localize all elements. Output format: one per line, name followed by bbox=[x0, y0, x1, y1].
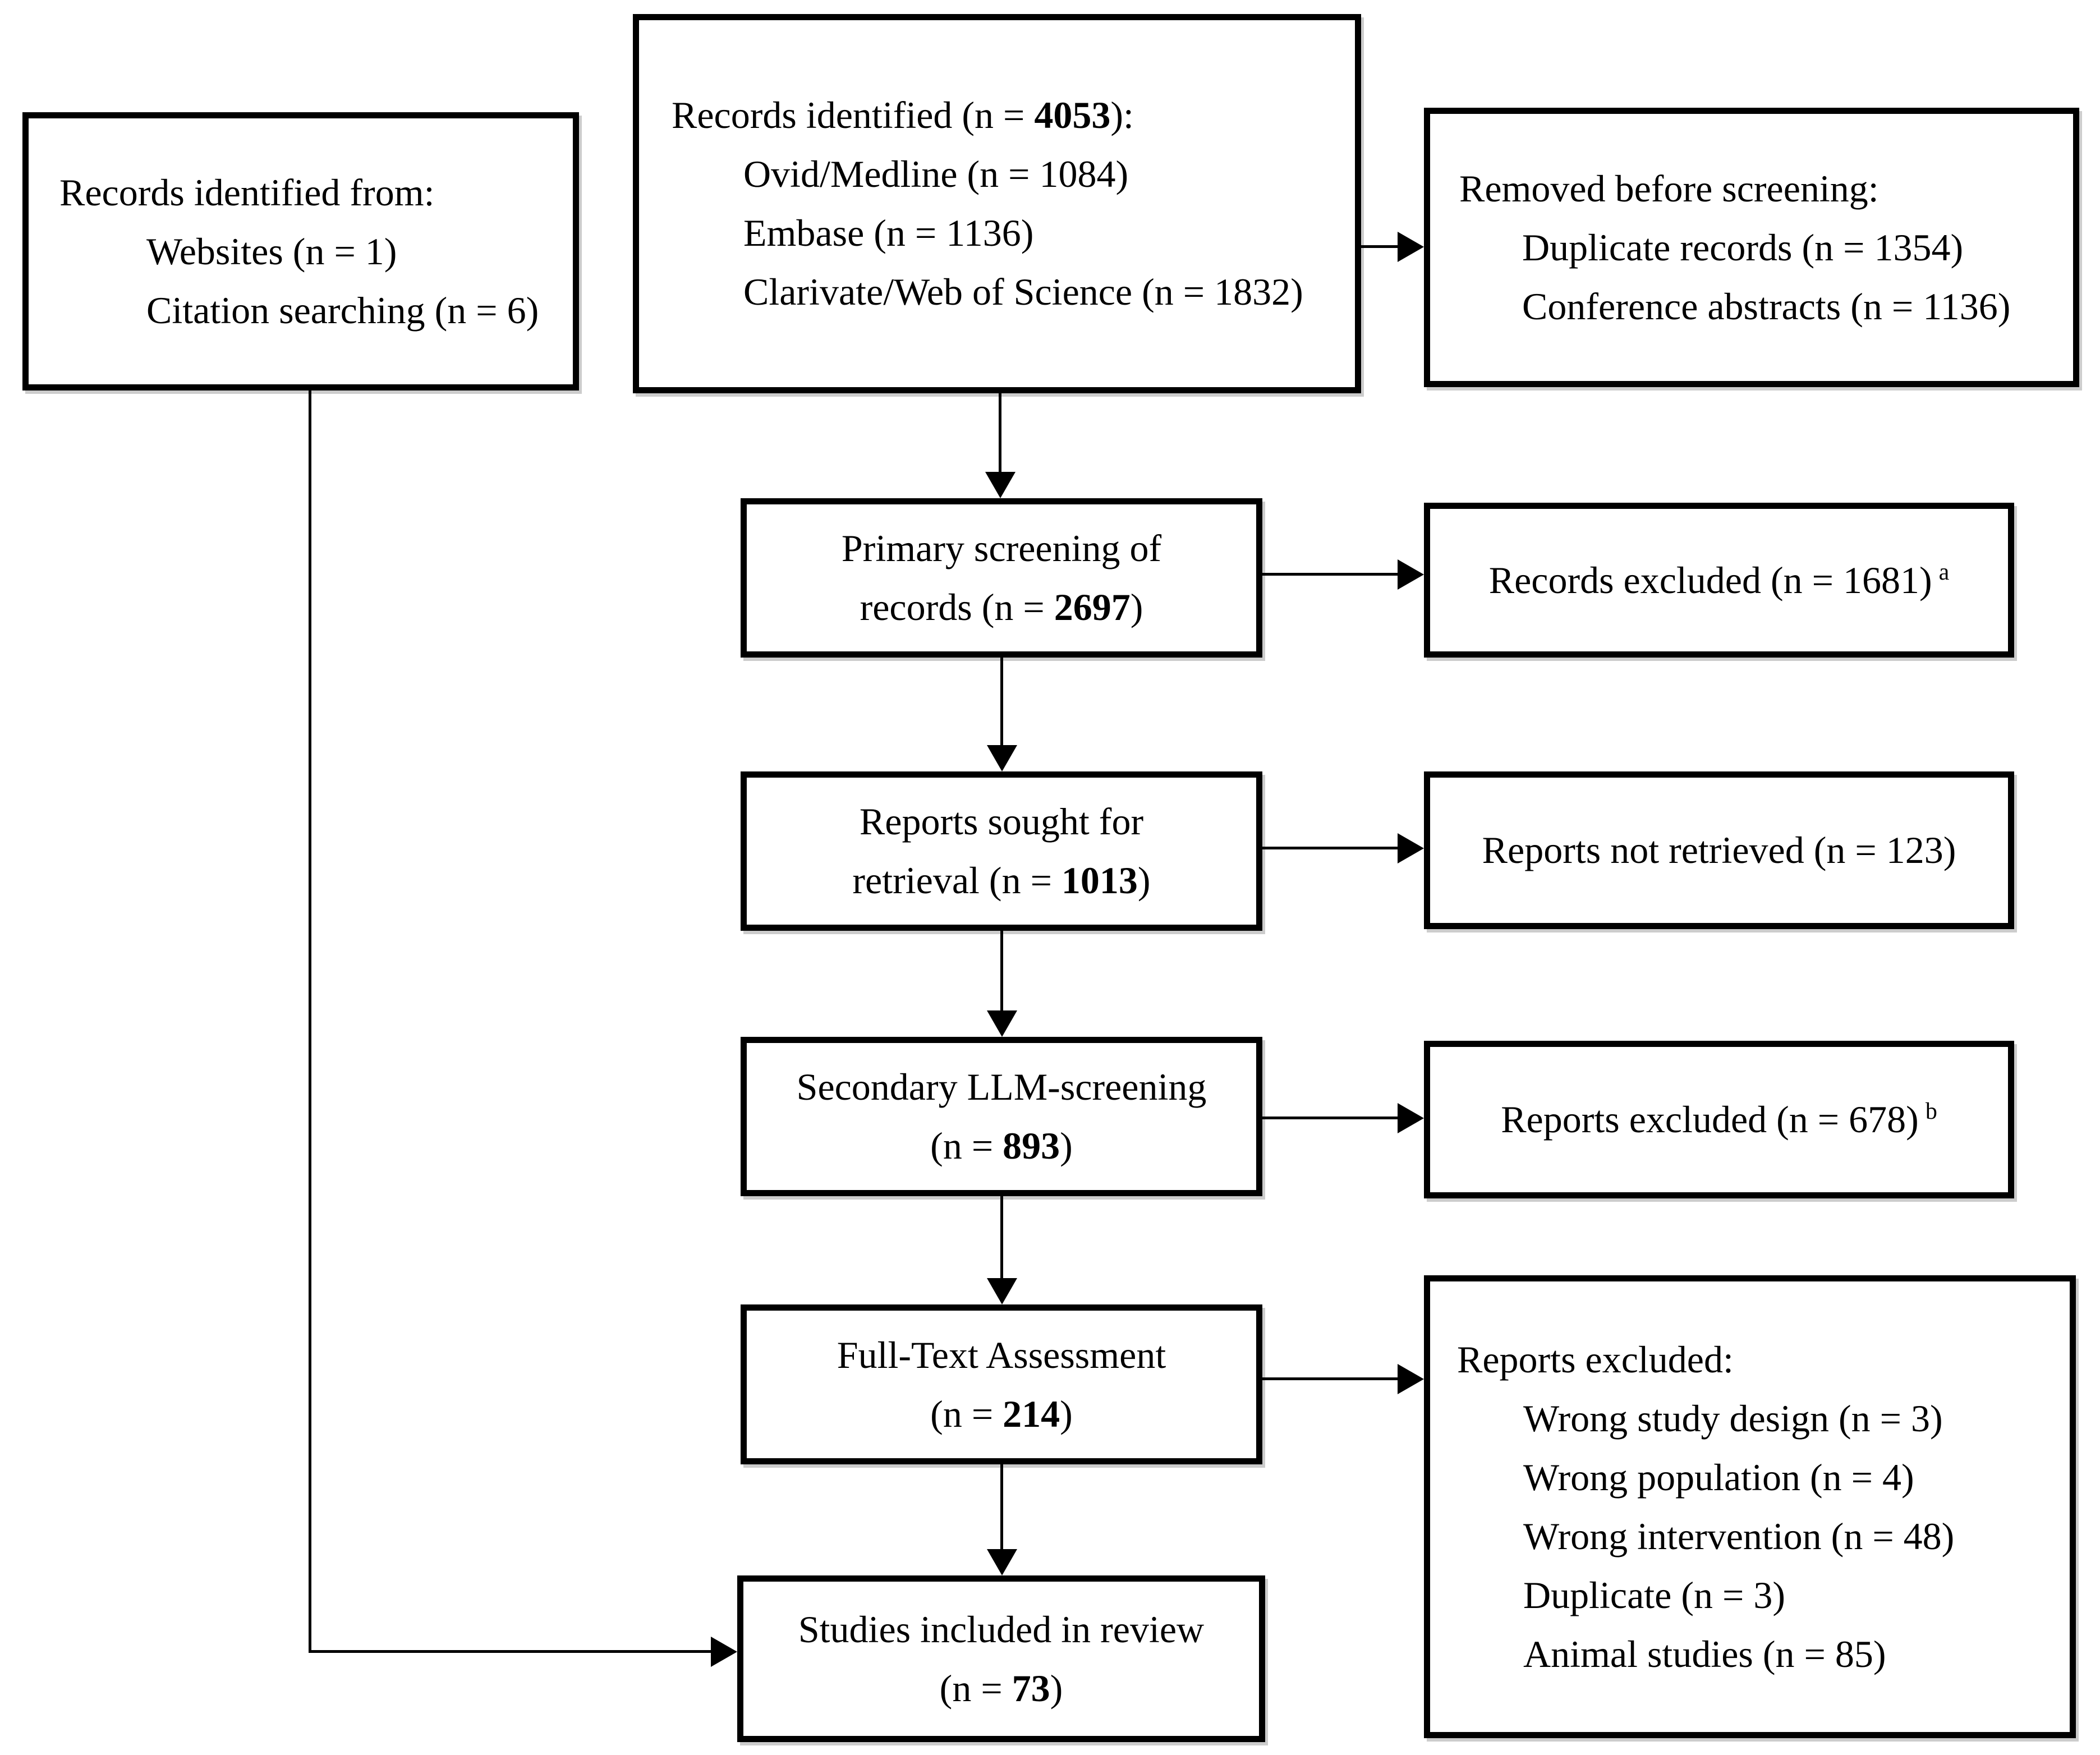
box-records-identified-from: Records identified from: Websites (n = 1… bbox=[22, 112, 579, 390]
arrowhead-down-icon bbox=[987, 1278, 1017, 1304]
box-line: (n = 73) bbox=[940, 1659, 1063, 1718]
count-prefix: retrieval (n = bbox=[852, 859, 1062, 902]
connector-line bbox=[1000, 656, 1003, 746]
box-removed-before-screening: Removed before screening: Duplicate reco… bbox=[1424, 108, 2079, 387]
arrowhead-right-icon bbox=[1398, 1103, 1424, 1133]
stage-count: 893 bbox=[1003, 1124, 1060, 1167]
list-item: Wrong intervention (n = 48) bbox=[1523, 1514, 1955, 1558]
count-suffix: ) bbox=[1060, 1124, 1073, 1167]
excluded-text: Records excluded (n = 1681) bbox=[1488, 558, 1932, 601]
box-line: Reports sought for bbox=[859, 800, 1144, 843]
arrowhead-down-icon bbox=[987, 745, 1017, 771]
connector-line bbox=[309, 390, 311, 1653]
connector-line bbox=[1000, 1195, 1003, 1279]
box-line: records (n = 2697) bbox=[860, 578, 1143, 637]
box-studies-included: Studies included in review (n = 73) bbox=[737, 1575, 1265, 1742]
arrowhead-right-icon bbox=[711, 1637, 737, 1667]
connector-line bbox=[1262, 1377, 1399, 1380]
box-reports-sought: Reports sought for retrieval (n = 1013) bbox=[741, 771, 1262, 931]
list-item: Websites (n = 1) bbox=[146, 229, 397, 273]
box-line: Records excluded (n = 1681)a bbox=[1489, 551, 1950, 610]
arrowhead-down-icon bbox=[985, 472, 1015, 498]
stage-count: 2697 bbox=[1054, 586, 1131, 628]
stage-count: 73 bbox=[1012, 1666, 1050, 1710]
excluded-text: Reports excluded (n = 678) bbox=[1501, 1098, 1919, 1141]
list-item: Conference abstracts (n = 1136) bbox=[1522, 284, 2011, 328]
list-item: Wrong study design (n = 3) bbox=[1523, 1396, 1943, 1440]
box-line: Full-Text Assessment bbox=[837, 1333, 1166, 1376]
box-reports-not-retrieved: Reports not retrieved (n = 123) bbox=[1424, 771, 2014, 929]
footnote-marker-b: b bbox=[1925, 1099, 1937, 1125]
box-line: Secondary LLM-screening bbox=[796, 1065, 1207, 1108]
box-records-excluded: Records excluded (n = 1681)a bbox=[1424, 503, 2014, 658]
box-line: retrieval (n = 1013) bbox=[852, 851, 1150, 910]
box-line: Reports not retrieved (n = 123) bbox=[1482, 829, 1956, 871]
count-suffix: ) bbox=[1137, 859, 1151, 902]
box-title: Reports excluded: bbox=[1457, 1338, 1734, 1381]
connector-line bbox=[1262, 847, 1399, 849]
arrowhead-right-icon bbox=[1398, 559, 1424, 590]
stage-count: 1013 bbox=[1061, 859, 1138, 902]
connector-line bbox=[1361, 245, 1399, 248]
box-secondary-llm-screening: Secondary LLM-screening (n = 893) bbox=[741, 1037, 1262, 1196]
box-title: Records identified from: bbox=[59, 171, 435, 214]
count-prefix: records (n = bbox=[860, 586, 1054, 628]
box-line: Reports excluded (n = 678)b bbox=[1501, 1090, 1937, 1149]
connector-line bbox=[1000, 929, 1003, 1012]
connector-line bbox=[309, 1650, 713, 1653]
list-item: Ovid/Medline (n = 1084) bbox=[743, 153, 1129, 195]
connector-line bbox=[1000, 1463, 1003, 1550]
arrowhead-right-icon bbox=[1398, 232, 1424, 262]
connector-line bbox=[1262, 573, 1399, 576]
stage-count: 214 bbox=[1003, 1392, 1060, 1435]
arrowhead-right-icon bbox=[1398, 1364, 1424, 1394]
list-item: Duplicate records (n = 1354) bbox=[1522, 226, 1964, 269]
box-reports-excluded-llm: Reports excluded (n = 678)b bbox=[1424, 1041, 2014, 1198]
title-suffix: ): bbox=[1110, 94, 1134, 136]
footnote-marker-a: a bbox=[1938, 559, 1950, 585]
count-suffix: ) bbox=[1130, 586, 1143, 628]
count-prefix: (n = bbox=[930, 1392, 1003, 1435]
box-line: (n = 893) bbox=[930, 1117, 1073, 1175]
count-prefix: (n = bbox=[939, 1666, 1012, 1710]
list-item: Embase (n = 1136) bbox=[743, 212, 1034, 254]
connector-line bbox=[999, 390, 1001, 472]
box-full-text-assessment: Full-Text Assessment (n = 214) bbox=[741, 1304, 1262, 1464]
connector-line bbox=[1262, 1117, 1399, 1119]
count-prefix: (n = bbox=[930, 1124, 1003, 1167]
list-item: Animal studies (n = 85) bbox=[1523, 1632, 1886, 1675]
box-line: (n = 214) bbox=[930, 1385, 1073, 1444]
arrowhead-down-icon bbox=[987, 1010, 1017, 1037]
count-suffix: ) bbox=[1050, 1666, 1063, 1710]
box-records-identified-databases: Records identified (n = 4053): Ovid/Medl… bbox=[633, 14, 1361, 393]
box-line: Studies included in review bbox=[798, 1607, 1205, 1651]
list-item: Wrong population (n = 4) bbox=[1523, 1455, 1914, 1499]
box-title: Records identified (n = 4053): bbox=[639, 86, 1355, 145]
box-primary-screening: Primary screening of records (n = 2697) bbox=[741, 498, 1262, 658]
box-line: Primary screening of bbox=[841, 527, 1162, 569]
box-full-text-exclusions: Reports excluded: Wrong study design (n … bbox=[1424, 1275, 2076, 1738]
title-prefix: Records identified (n = bbox=[672, 94, 1035, 136]
list-item: Duplicate (n = 3) bbox=[1523, 1573, 1785, 1616]
arrowhead-right-icon bbox=[1398, 833, 1424, 863]
count-suffix: ) bbox=[1060, 1392, 1073, 1435]
arrowhead-down-icon bbox=[987, 1549, 1017, 1575]
total-count: 4053 bbox=[1034, 94, 1111, 136]
box-title: Removed before screening: bbox=[1459, 167, 1879, 210]
list-item: Citation searching (n = 6) bbox=[146, 288, 539, 332]
list-item: Clarivate/Web of Science (n = 1832) bbox=[743, 270, 1303, 313]
